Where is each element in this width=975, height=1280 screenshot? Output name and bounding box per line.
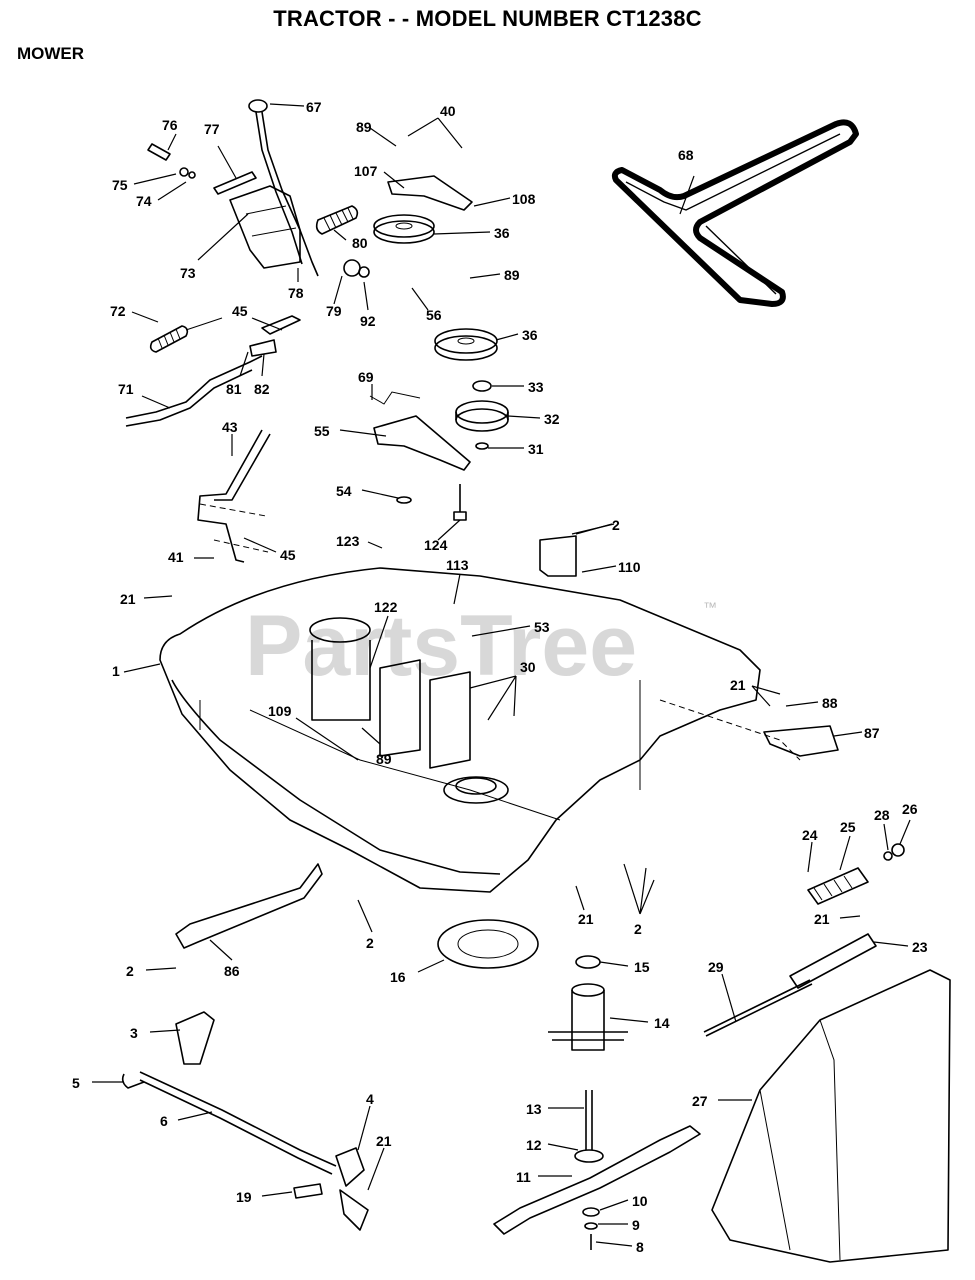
callout-89-deck: 89 (376, 751, 392, 767)
callout-82: 82 (254, 381, 270, 397)
callout-21-left: 21 (120, 591, 136, 607)
callout-110: 110 (618, 559, 641, 575)
callout-33: 33 (528, 379, 544, 395)
section-label: MOWER (17, 44, 85, 63)
callout-56: 56 (426, 307, 442, 323)
callout-12: 12 (526, 1137, 542, 1153)
callout-72: 72 (110, 303, 126, 319)
callout-31: 31 (528, 441, 544, 457)
callout-107: 107 (354, 163, 378, 179)
callout-8: 8 (636, 1239, 644, 1255)
callout-6: 6 (160, 1113, 168, 1129)
callout-73: 73 (180, 265, 196, 281)
callout-21-right: 21 (730, 677, 746, 693)
callout-68: 68 (678, 147, 694, 163)
callout-21-lower: 21 (376, 1133, 392, 1149)
callout-87: 87 (864, 725, 880, 741)
callout-80: 80 (352, 235, 368, 251)
callout-76: 76 (162, 117, 178, 133)
callout-75: 75 (112, 177, 128, 193)
callout-15: 15 (634, 959, 650, 975)
callout-2-deck-right: 2 (634, 921, 642, 937)
callout-122: 122 (374, 599, 398, 615)
callout-32: 32 (544, 411, 560, 427)
part-artwork (121, 99, 951, 1263)
callout-88: 88 (822, 695, 838, 711)
callout-74: 74 (136, 193, 152, 209)
callout-9: 9 (632, 1217, 640, 1233)
callout-24: 24 (802, 827, 818, 843)
callout-21-deck: 21 (578, 911, 594, 927)
callout-3: 3 (130, 1025, 138, 1041)
callout-5: 5 (72, 1075, 80, 1091)
callout-36-top: 36 (494, 225, 510, 241)
callout-2-left: 2 (126, 963, 134, 979)
callout-26: 26 (902, 801, 918, 817)
callout-16: 16 (390, 969, 406, 985)
callout-113: 113 (446, 557, 469, 573)
callout-69: 69 (358, 369, 374, 385)
callout-numbers: 67 76 77 75 74 73 78 79 92 80 72 45 81 8… (72, 99, 928, 1255)
callout-30: 30 (520, 659, 536, 675)
callout-40: 40 (440, 103, 456, 119)
callout-86: 86 (224, 963, 240, 979)
callout-4: 4 (366, 1091, 374, 1107)
leader-lines (92, 103, 911, 1247)
callout-109: 109 (268, 703, 292, 719)
page-title: TRACTOR - - MODEL NUMBER CT1238C (273, 6, 702, 31)
callout-19: 19 (236, 1189, 252, 1205)
callout-14: 14 (654, 1015, 670, 1031)
callout-54: 54 (336, 483, 352, 499)
callout-27: 27 (692, 1093, 708, 1109)
callout-2-top: 2 (612, 517, 620, 533)
callout-36-lower: 36 (522, 327, 538, 343)
callout-11: 11 (516, 1169, 531, 1185)
callout-71: 71 (118, 381, 134, 397)
callout-1: 1 (112, 663, 120, 679)
callout-78: 78 (288, 285, 304, 301)
callout-41: 41 (168, 549, 184, 565)
watermark: PartsTree (245, 598, 637, 694)
callout-10: 10 (632, 1193, 648, 1209)
callout-53: 53 (534, 619, 550, 635)
callout-13: 13 (526, 1101, 542, 1117)
callout-55: 55 (314, 423, 330, 439)
callout-45-lower: 45 (280, 547, 296, 563)
callout-25: 25 (840, 819, 856, 835)
callout-45: 45 (232, 303, 248, 319)
callout-21-chute: 21 (814, 911, 830, 927)
callout-81: 81 (226, 381, 242, 397)
callout-124: 124 (424, 537, 448, 553)
callout-23: 23 (912, 939, 928, 955)
callout-2-deck-mid: 2 (366, 935, 374, 951)
watermark-trademark: ™ (703, 599, 717, 615)
callout-79: 79 (326, 303, 342, 319)
callout-29: 29 (708, 959, 724, 975)
callout-28: 28 (874, 807, 890, 823)
callout-92: 92 (360, 313, 376, 329)
callout-123: 123 (336, 533, 360, 549)
callout-77: 77 (204, 121, 220, 137)
callout-43: 43 (222, 419, 238, 435)
callout-108: 108 (512, 191, 536, 207)
callout-67: 67 (306, 99, 322, 115)
callout-89-mid: 89 (504, 267, 520, 283)
callout-89-top: 89 (356, 119, 372, 135)
